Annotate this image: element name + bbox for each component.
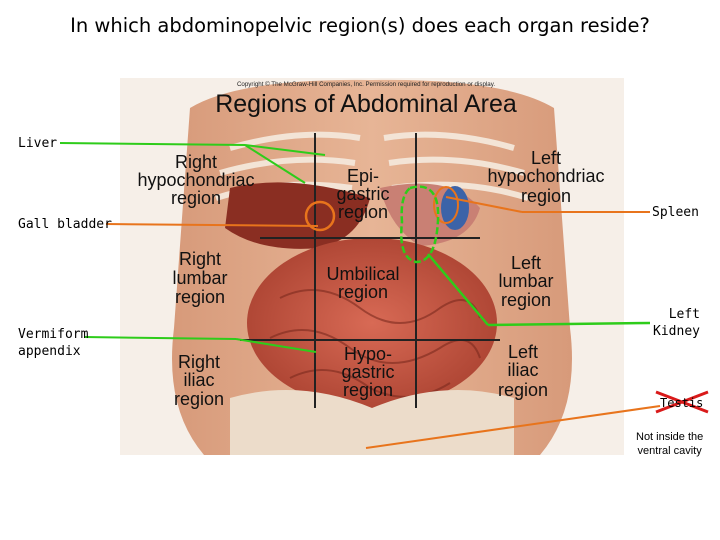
region-label-line: Left [508, 342, 538, 362]
label-testis: Testis [660, 396, 704, 410]
label-gall-bladder: Gall bladder [18, 217, 112, 232]
region-grid [240, 133, 500, 408]
spleen-pointer [433, 186, 650, 224]
pelvis-shape [230, 390, 514, 455]
region-label-line: iliac [183, 370, 214, 390]
kidney-pointer [400, 185, 651, 327]
region-label-line: region [171, 188, 221, 208]
region-label-line: region [521, 186, 571, 206]
label-line: appendix [18, 344, 81, 359]
label-spleen: Spleen [652, 205, 699, 220]
liver-pointer [59, 142, 326, 184]
region-label-line: Right [179, 249, 221, 269]
region-label-line: region [338, 202, 388, 222]
region-label-right-iliac: Right iliac region [174, 352, 224, 409]
region-label-line: Right [178, 352, 220, 372]
label-line: Left [668, 307, 700, 322]
abdominal-regions-diagram: Copyright © The McGraw-Hill Companies, I… [120, 78, 624, 455]
liver-shape [225, 182, 370, 249]
region-label-line: Left [511, 253, 541, 273]
region-label-line: Umbilical [326, 264, 399, 284]
region-label-line: region [343, 380, 393, 400]
region-label-line: region [174, 389, 224, 409]
region-label-line: iliac [507, 360, 538, 380]
region-label-line: hypochondriac [137, 170, 254, 190]
testis-crossout-icon [655, 390, 709, 414]
label-line: Kidney [653, 324, 700, 339]
region-label-line: region [501, 290, 551, 310]
region-label-line: region [498, 380, 548, 400]
region-label-line: region [338, 282, 388, 302]
slide-title: In which abdominopelvic region(s) does e… [70, 14, 650, 37]
region-label-line: Epi- [347, 166, 379, 186]
region-label-line: hypochondriac [487, 166, 604, 186]
region-label-line: Hypo- [344, 344, 392, 364]
intestines-shape [247, 238, 497, 408]
note-line: ventral cavity [637, 445, 702, 457]
diagram-heading: Regions of Abdominal Area [215, 90, 517, 118]
region-label-hypogastric: Hypo- gastric region [341, 344, 394, 400]
region-label-left-iliac: Left iliac region [498, 342, 548, 400]
region-label-line: Right [175, 152, 217, 172]
region-label-right-lumbar: Right lumbar region [172, 249, 227, 307]
region-label-epigastric: Epi- gastric region [336, 166, 389, 222]
appendix-pointer [83, 336, 317, 353]
testis-pointer [365, 405, 661, 449]
label-left-kidney: Left Kidney [652, 306, 700, 340]
label-vermiform-appendix: Vermiform appendix [18, 326, 88, 360]
region-label-line: lumbar [498, 271, 553, 291]
label-line: Vermiform [18, 327, 89, 342]
region-label-right-hypochondriac: Right hypochondriac region [137, 152, 254, 208]
region-label-line: Left [531, 148, 561, 168]
copyright-text: Copyright © The McGraw-Hill Companies, I… [237, 81, 495, 88]
region-label-line: gastric [341, 362, 394, 382]
region-label-umbilical: Umbilical region [326, 264, 399, 302]
region-label-line: gastric [336, 184, 389, 204]
region-label-line: lumbar [172, 268, 227, 288]
gall-bladder-pointer [105, 200, 336, 232]
label-liver: Liver [18, 136, 58, 151]
region-label-left-hypochondriac: Left hypochondriac region [487, 148, 604, 206]
testis-note: Not inside the ventral cavity [636, 430, 703, 458]
region-label-line: region [175, 287, 225, 307]
note-line: Not inside the [636, 431, 704, 443]
region-label-left-lumbar: Left lumbar region [498, 253, 553, 310]
